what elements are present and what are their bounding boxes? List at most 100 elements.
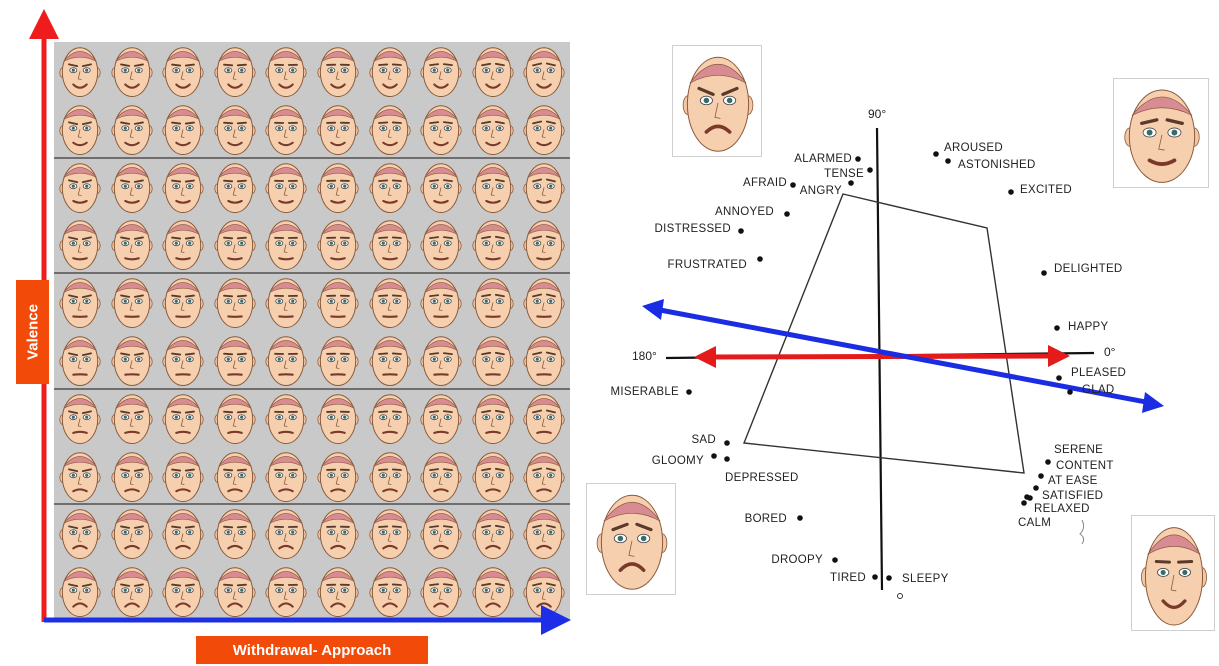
emotion-label-frustrated: FRUSTRATED xyxy=(668,259,747,271)
grid-face xyxy=(518,99,571,158)
grid-face xyxy=(208,273,261,332)
grid-face xyxy=(157,99,210,158)
grid-face xyxy=(415,215,468,274)
grid-face xyxy=(312,215,364,274)
grid-face xyxy=(208,504,261,563)
sad-face xyxy=(586,483,676,595)
grid-face xyxy=(312,331,364,389)
emotion-dot-glad xyxy=(1067,389,1073,395)
grid-face xyxy=(105,388,158,447)
grid-face xyxy=(54,157,106,216)
grid-face xyxy=(260,99,313,158)
grid-face xyxy=(312,42,364,100)
emotion-label-distressed: DISTRESSED xyxy=(655,223,732,235)
grid-face xyxy=(363,273,416,332)
grid-face xyxy=(105,99,158,158)
emotion-dot-tired xyxy=(872,574,878,580)
grid-face xyxy=(208,562,261,621)
grid-face xyxy=(466,215,519,274)
emotion-label-alarmed: ALARMED xyxy=(794,153,852,165)
grid-face xyxy=(157,331,210,389)
grid-face xyxy=(518,273,571,332)
emotion-label-miserable: MISERABLE xyxy=(610,386,679,398)
grid-face xyxy=(363,504,416,563)
grid-face xyxy=(54,388,106,447)
emotion-dot-serene xyxy=(1045,459,1051,465)
grid-face xyxy=(157,42,210,100)
grid-face xyxy=(466,446,519,505)
grid-face xyxy=(518,157,571,216)
grid-face xyxy=(54,99,106,158)
emotion-label-tense: TENSE xyxy=(824,168,864,180)
grid-face xyxy=(518,446,571,505)
emotion-dot-distressed xyxy=(738,228,744,234)
emotion-dot-calm xyxy=(1024,494,1030,500)
emotion-label-at-ease: AT EASE xyxy=(1048,475,1098,487)
grid-face xyxy=(105,446,158,505)
grid-face xyxy=(363,446,416,505)
emotion-label-tired: TIRED xyxy=(830,572,866,584)
emotion-label-pleased: PLEASED xyxy=(1071,367,1126,379)
grid-face xyxy=(105,562,158,621)
grid-face xyxy=(208,215,261,274)
grid-face xyxy=(54,504,106,563)
grid-face xyxy=(415,504,468,563)
grid-face xyxy=(105,215,158,274)
emotion-dot-tense xyxy=(867,167,873,173)
emotion-label-angry: ANGRY xyxy=(800,185,842,197)
grid-separator xyxy=(54,272,570,275)
grid-face xyxy=(415,446,468,505)
grid-face xyxy=(105,504,158,563)
grid-face xyxy=(415,273,468,332)
grid-face xyxy=(363,42,416,100)
emotion-label-excited: EXCITED xyxy=(1020,184,1072,196)
grid-face xyxy=(415,99,468,158)
emotion-label-satisfied: SATISFIED xyxy=(1042,490,1103,502)
emotion-dot-relaxed xyxy=(1021,500,1027,506)
grid-face xyxy=(260,388,313,447)
emotion-dot-happy xyxy=(1054,325,1060,331)
grid-face xyxy=(260,215,313,274)
emotion-dot-at-ease xyxy=(1033,485,1039,491)
grid-face xyxy=(260,331,313,389)
grid-face xyxy=(157,562,210,621)
emotion-label-gloomy: GLOOMY xyxy=(652,455,704,467)
grid-face xyxy=(312,446,364,505)
emotion-label-glad: GLAD xyxy=(1082,384,1115,396)
valence-label: Valence xyxy=(16,280,49,384)
emotion-dot-miserable xyxy=(686,389,692,395)
grid-face xyxy=(466,157,519,216)
grid-face xyxy=(363,99,416,158)
grid-face xyxy=(312,562,364,621)
emotion-label-delighted: DELIGHTED xyxy=(1054,263,1123,275)
emotion-label-annoyed: ANNOYED xyxy=(715,206,774,218)
grid-face xyxy=(466,562,519,621)
valence-arrow-right-head xyxy=(1048,345,1070,367)
grid-face xyxy=(466,388,519,447)
grid-face xyxy=(208,446,261,505)
approach-arrow-left-head xyxy=(642,299,664,320)
grid-face xyxy=(208,42,261,100)
grid-face xyxy=(415,388,468,447)
emotion-dot-frustrated xyxy=(757,256,763,262)
grid-face xyxy=(312,504,364,563)
grid-face xyxy=(54,331,106,389)
emotion-label-relaxed: RELAXED xyxy=(1034,503,1090,515)
grid-face xyxy=(312,388,364,447)
grid-face xyxy=(105,157,158,216)
grid-face xyxy=(415,157,468,216)
grid-face xyxy=(260,42,313,100)
grid-face xyxy=(157,215,210,274)
grid-face xyxy=(208,331,261,389)
emotion-dot-bored xyxy=(797,515,803,521)
grid-face xyxy=(260,446,313,505)
grid-face xyxy=(363,157,416,216)
approach-label: Withdrawal- Approach xyxy=(196,636,428,664)
emotion-label-bored: BORED xyxy=(745,513,787,525)
emotion-dot-annoyed xyxy=(784,211,790,217)
angry-face xyxy=(672,45,762,157)
grid-face xyxy=(518,388,571,447)
emotion-dot-alarmed xyxy=(855,156,861,162)
emotion-label-sleepy: SLEEPY xyxy=(902,573,949,585)
